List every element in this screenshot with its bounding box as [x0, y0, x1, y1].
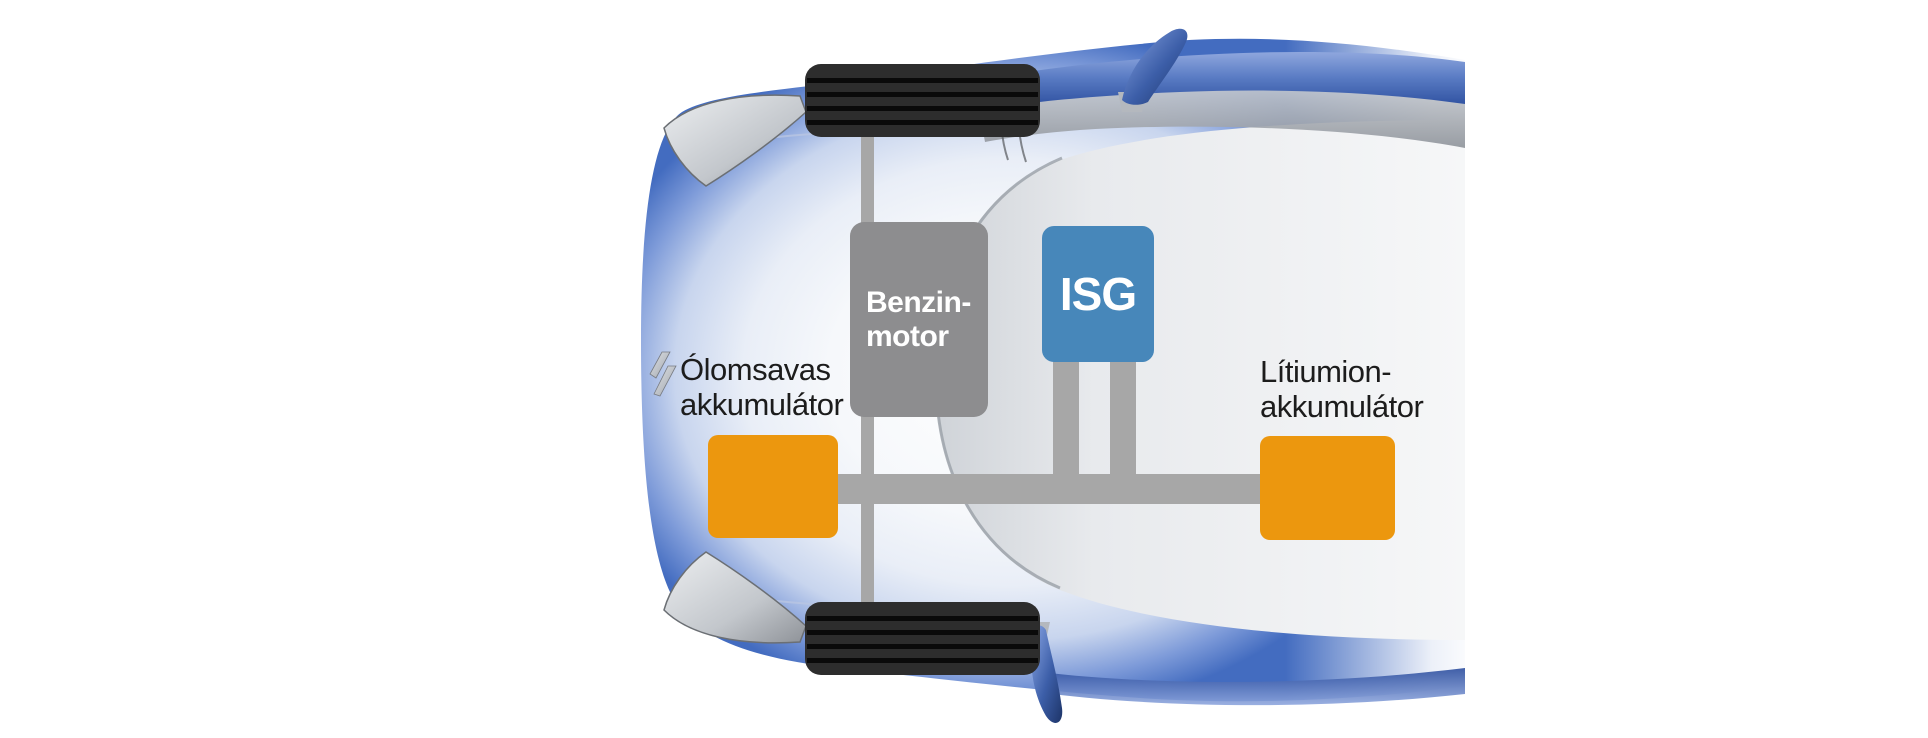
battery-connector-line: [830, 474, 1270, 504]
side-mirror-top: [1122, 28, 1188, 105]
lithium-battery-label-line1: Lítiumion-: [1260, 354, 1392, 389]
lead-acid-battery-label: Ólomsavas akkumulátor: [680, 352, 844, 422]
lithium-battery-box: [1260, 436, 1395, 540]
isg-connector-left: [1053, 350, 1079, 482]
wheel-top: [805, 64, 1040, 137]
lead-acid-battery-box: [708, 435, 838, 538]
isg-connector-right: [1110, 350, 1136, 482]
lead-acid-battery-label-line2: akkumulátor: [680, 387, 844, 422]
isg-box-label: ISG: [1059, 268, 1137, 320]
roof-edge: [990, 52, 1465, 108]
rocker-edge: [1036, 668, 1465, 706]
headlight-top: [663, 94, 807, 187]
cowl-band: [978, 86, 1465, 148]
headlight-bottom: [663, 551, 807, 644]
isg-box: ISG: [1042, 226, 1154, 362]
engine-box-label-line2: motor: [866, 319, 949, 353]
lithium-battery-label: Lítiumion- akkumulátor: [1260, 354, 1424, 424]
engine-box-label-line1: Benzin-: [866, 285, 971, 319]
engine-box: Benzin- motor: [850, 222, 988, 417]
wheel-bottom: [805, 602, 1040, 675]
lead-acid-battery-label-line1: Ólomsavas: [680, 352, 831, 387]
brand-logo-icon: [649, 351, 677, 397]
lithium-battery-label-line2: akkumulátor: [1260, 389, 1424, 424]
